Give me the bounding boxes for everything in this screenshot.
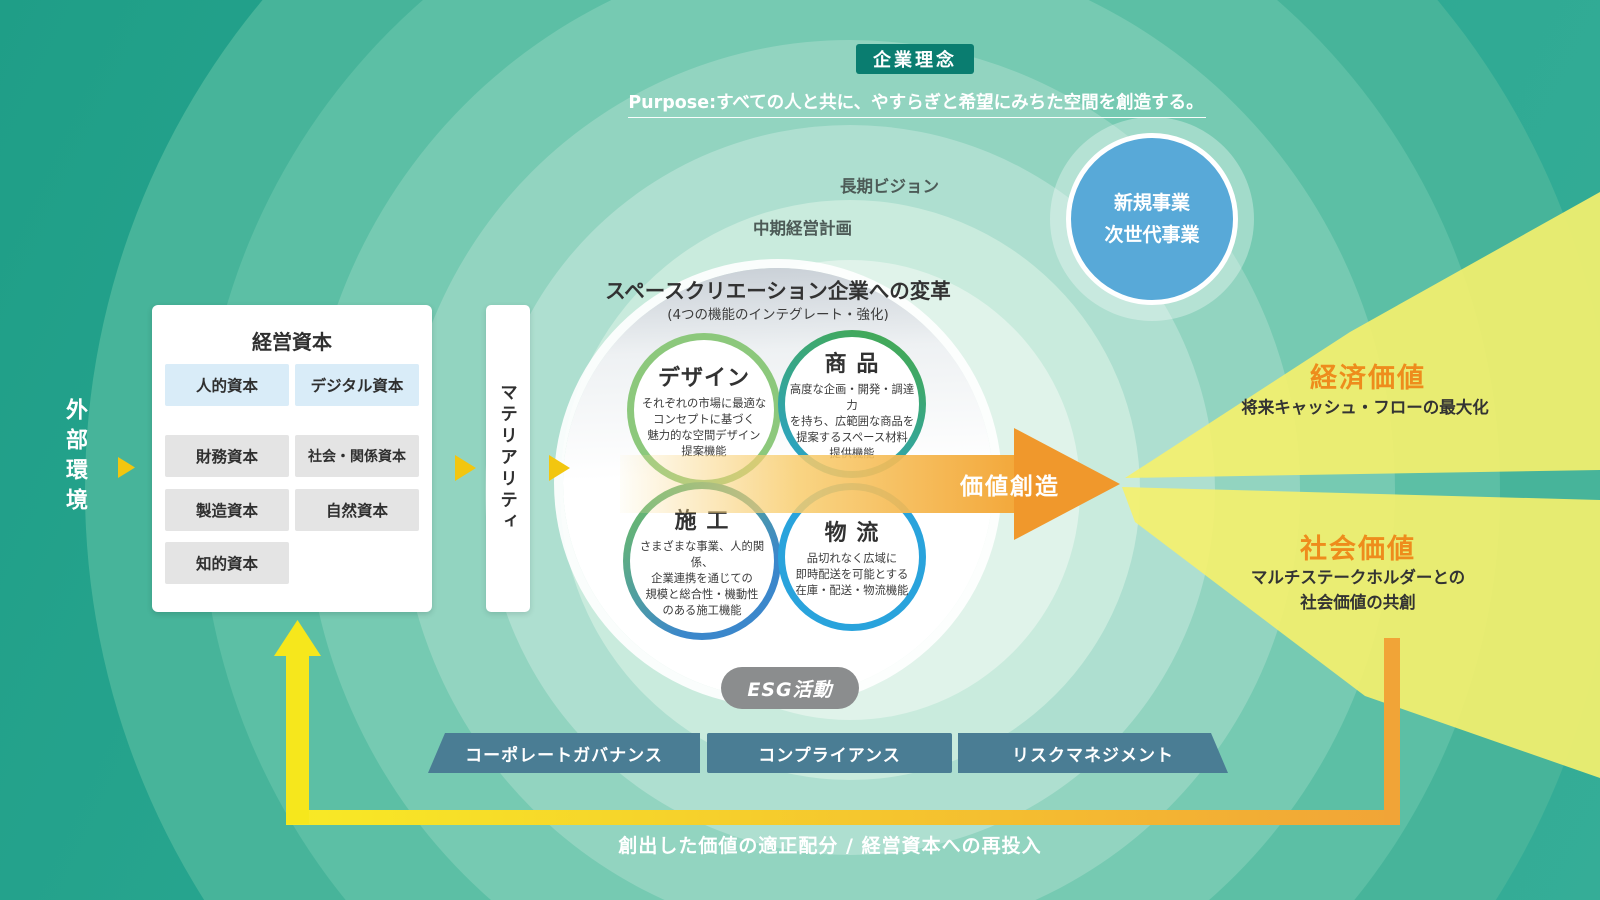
capital-item-intellectual: 知的資本 bbox=[165, 542, 289, 584]
core-transformation-title: スペースクリエーション企業への変革 bbox=[605, 279, 951, 303]
economic-value-desc: 将来キャッシュ・フローの最大化 bbox=[1241, 398, 1489, 417]
function-logistics-line: 品切れなく広域に bbox=[806, 551, 898, 565]
capital-item-digital: デジタル資本 bbox=[295, 364, 419, 406]
function-logistics-title: 物 流 bbox=[824, 520, 880, 546]
function-product-line: 提案するスペース材料 bbox=[796, 431, 908, 445]
function-design-line: 提案機能 bbox=[681, 445, 727, 459]
function-design-title: デザイン bbox=[657, 365, 750, 391]
corporate-philosophy-badge: 企業理念 bbox=[856, 44, 974, 74]
function-product-line: 高度な企画・開発・調達力 bbox=[789, 382, 915, 412]
function-construction-line: 企業連携を通じての bbox=[651, 571, 753, 585]
management-capital-title: 経営資本 bbox=[252, 330, 332, 354]
capital-item-natural: 自然資本 bbox=[295, 489, 419, 531]
pillar-risk-management: リスクマネジメント bbox=[958, 733, 1228, 773]
pillar-corporate-governance: コーポレートガバナンス bbox=[428, 733, 700, 773]
purpose-underline bbox=[628, 117, 1206, 118]
function-logistics-line: 即時配送を可能とする bbox=[795, 567, 909, 581]
function-construction-line: のある施工機能 bbox=[662, 604, 742, 618]
function-product-title: 商 品 bbox=[824, 351, 880, 377]
function-product-line: を持ち、広範囲な商品を bbox=[789, 414, 915, 428]
function-construction-title: 施 工 bbox=[674, 508, 730, 534]
corporate-philosophy-label: 企業理念 bbox=[873, 50, 957, 71]
function-construction-content: 施 工 さまざまな事業、人的関係、 企業連携を通じての 規模と総合性・機動性 の… bbox=[630, 489, 774, 633]
function-construction-line: さまざまな事業、人的関係、 bbox=[639, 539, 765, 569]
function-logistics-line: 在庫・配送・物流機能 bbox=[795, 584, 909, 598]
feedback-loop-bottom-bar bbox=[286, 810, 1400, 825]
core-transformation-subtitle: (4つの機能のインテグレート・強化) bbox=[667, 307, 889, 323]
long-term-vision-label: 長期ビジョン bbox=[840, 177, 939, 196]
function-design-line: 魅力的な空間デザイン bbox=[647, 429, 761, 442]
new-business-line1: 新規事業 bbox=[1113, 191, 1190, 214]
function-circle-product: 商 品 高度な企画・開発・調達力 を持ち、広範囲な商品を 提案するスペース材料 … bbox=[778, 330, 926, 478]
esg-activity-badge: ESG活動 bbox=[721, 667, 859, 709]
value-creation-arrow-shaft bbox=[620, 455, 1014, 513]
materiality-bar: マテリアリティ bbox=[486, 305, 530, 612]
pillar-compliance: コンプライアンス bbox=[707, 733, 952, 773]
social-value-desc-line2: 社会価値の共創 bbox=[1300, 592, 1416, 612]
new-business-circle: 新規事業 次世代事業 bbox=[1066, 133, 1238, 305]
feedback-loop-right-segment bbox=[1384, 638, 1400, 825]
social-value-desc-line1: マルチステークホルダーとの bbox=[1250, 568, 1466, 587]
capital-item-financial: 財務資本 bbox=[165, 435, 289, 477]
function-construction-line: 規模と総合性・機動性 bbox=[645, 588, 759, 602]
function-design-line: それぞれの市場に最適な bbox=[641, 396, 767, 410]
esg-activity-label: ESG活動 bbox=[747, 678, 833, 701]
economic-value-title: 経済価値 bbox=[1310, 363, 1426, 394]
capital-item-manufacturing: 製造資本 bbox=[165, 489, 289, 531]
function-design-line: コンセプトに基づく bbox=[653, 412, 755, 426]
feedback-loop-caption: 創出した価値の適正配分 / 経営資本への再投入 bbox=[618, 835, 1042, 857]
capital-item-human: 人的資本 bbox=[165, 364, 289, 406]
new-business-line2: 次世代事業 bbox=[1104, 224, 1200, 246]
materiality-label: マテリアリティ bbox=[497, 383, 518, 534]
function-product-content: 商 品 高度な企画・開発・調達力 を持ち、広範囲な商品を 提案するスペース材料 … bbox=[785, 337, 919, 471]
social-value-desc: マルチステークホルダーとの 社会価値の共創 bbox=[1218, 566, 1498, 616]
purpose-statement: Purpose:すべての人と共に、やすらぎと希望にみちた空間を創造する。 bbox=[628, 93, 1204, 113]
mid-term-plan-label: 中期経営計画 bbox=[753, 219, 852, 238]
value-creation-label: 価値創造 bbox=[960, 474, 1060, 500]
social-value-title: 社会価値 bbox=[1300, 534, 1416, 565]
external-environment-label: 外部環境 bbox=[62, 398, 87, 518]
capital-item-social-relationship: 社会・関係資本 bbox=[295, 435, 419, 477]
feedback-loop-left-segment bbox=[286, 654, 309, 824]
